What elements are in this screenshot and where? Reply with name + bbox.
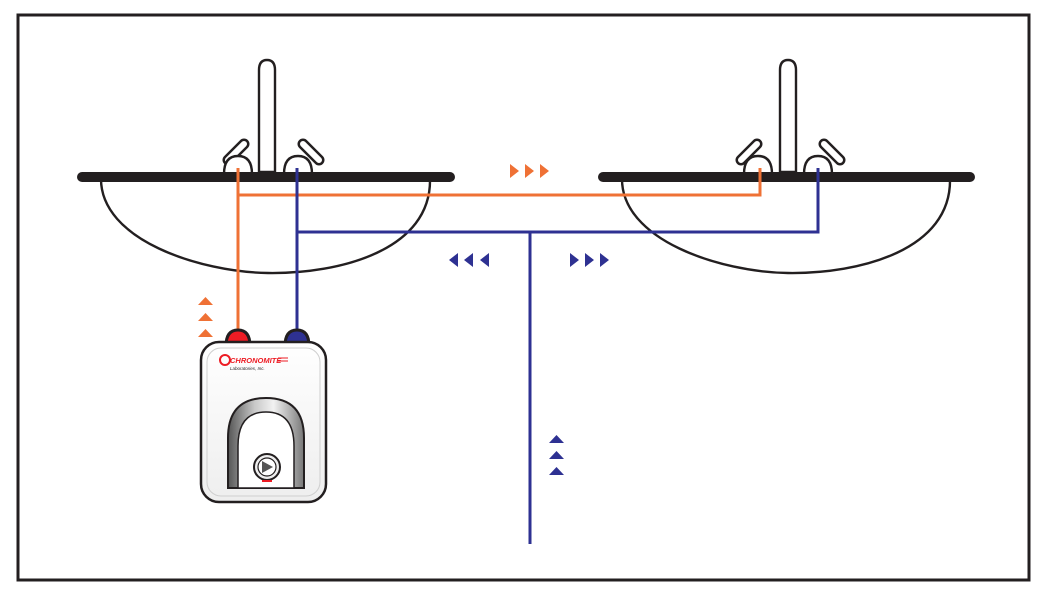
cold-water-pipe bbox=[295, 168, 820, 330]
right-faucet-icon bbox=[735, 58, 846, 176]
left-sink bbox=[77, 58, 455, 275]
cold-flow-arrow-icon bbox=[549, 435, 564, 443]
cold-flow-arrows-up bbox=[549, 435, 564, 475]
diagram-frame bbox=[16, 13, 1031, 582]
hot-water-pipe bbox=[236, 168, 762, 330]
cold-flow-arrow-icon bbox=[600, 253, 609, 267]
hot-flow-arrows-up bbox=[198, 297, 213, 337]
left-faucet-icon bbox=[222, 58, 325, 176]
hot-flow-arrow-icon bbox=[198, 329, 213, 337]
cold-flow-arrow-icon bbox=[570, 253, 579, 267]
hot-flow-arrow-icon bbox=[540, 164, 549, 178]
right-sink bbox=[598, 58, 975, 275]
logo-mark-icon bbox=[219, 354, 231, 366]
cold-flow-arrow-icon bbox=[464, 253, 473, 267]
cold-flow-arrow-icon bbox=[549, 467, 564, 475]
left-sink-basin bbox=[99, 177, 432, 275]
cold-flow-arrow-icon bbox=[480, 253, 489, 267]
cold-flow-arrow-icon bbox=[449, 253, 458, 267]
heater-dial-icon bbox=[253, 453, 281, 482]
water-heater: CHRONOMITE Laboratories, Inc. bbox=[199, 328, 328, 504]
cold-flow-arrows-left bbox=[449, 253, 489, 267]
brand-name: CHRONOMITE bbox=[230, 356, 282, 365]
cold-flow-arrow-icon bbox=[585, 253, 594, 267]
cold-flow-arrow-icon bbox=[549, 451, 564, 459]
hot-flow-arrow-icon bbox=[198, 313, 213, 321]
right-sink-basin bbox=[620, 177, 952, 275]
cold-flow-arrows-right bbox=[570, 253, 609, 267]
hot-flow-arrows-right bbox=[510, 164, 549, 178]
hot-flow-arrow-icon bbox=[510, 164, 519, 178]
brand-subtitle: Laboratories, Inc. bbox=[230, 366, 265, 371]
hot-flow-arrow-icon bbox=[525, 164, 534, 178]
hot-flow-arrow-icon bbox=[198, 297, 213, 305]
heater-logo: CHRONOMITE Laboratories, Inc. bbox=[219, 354, 288, 371]
